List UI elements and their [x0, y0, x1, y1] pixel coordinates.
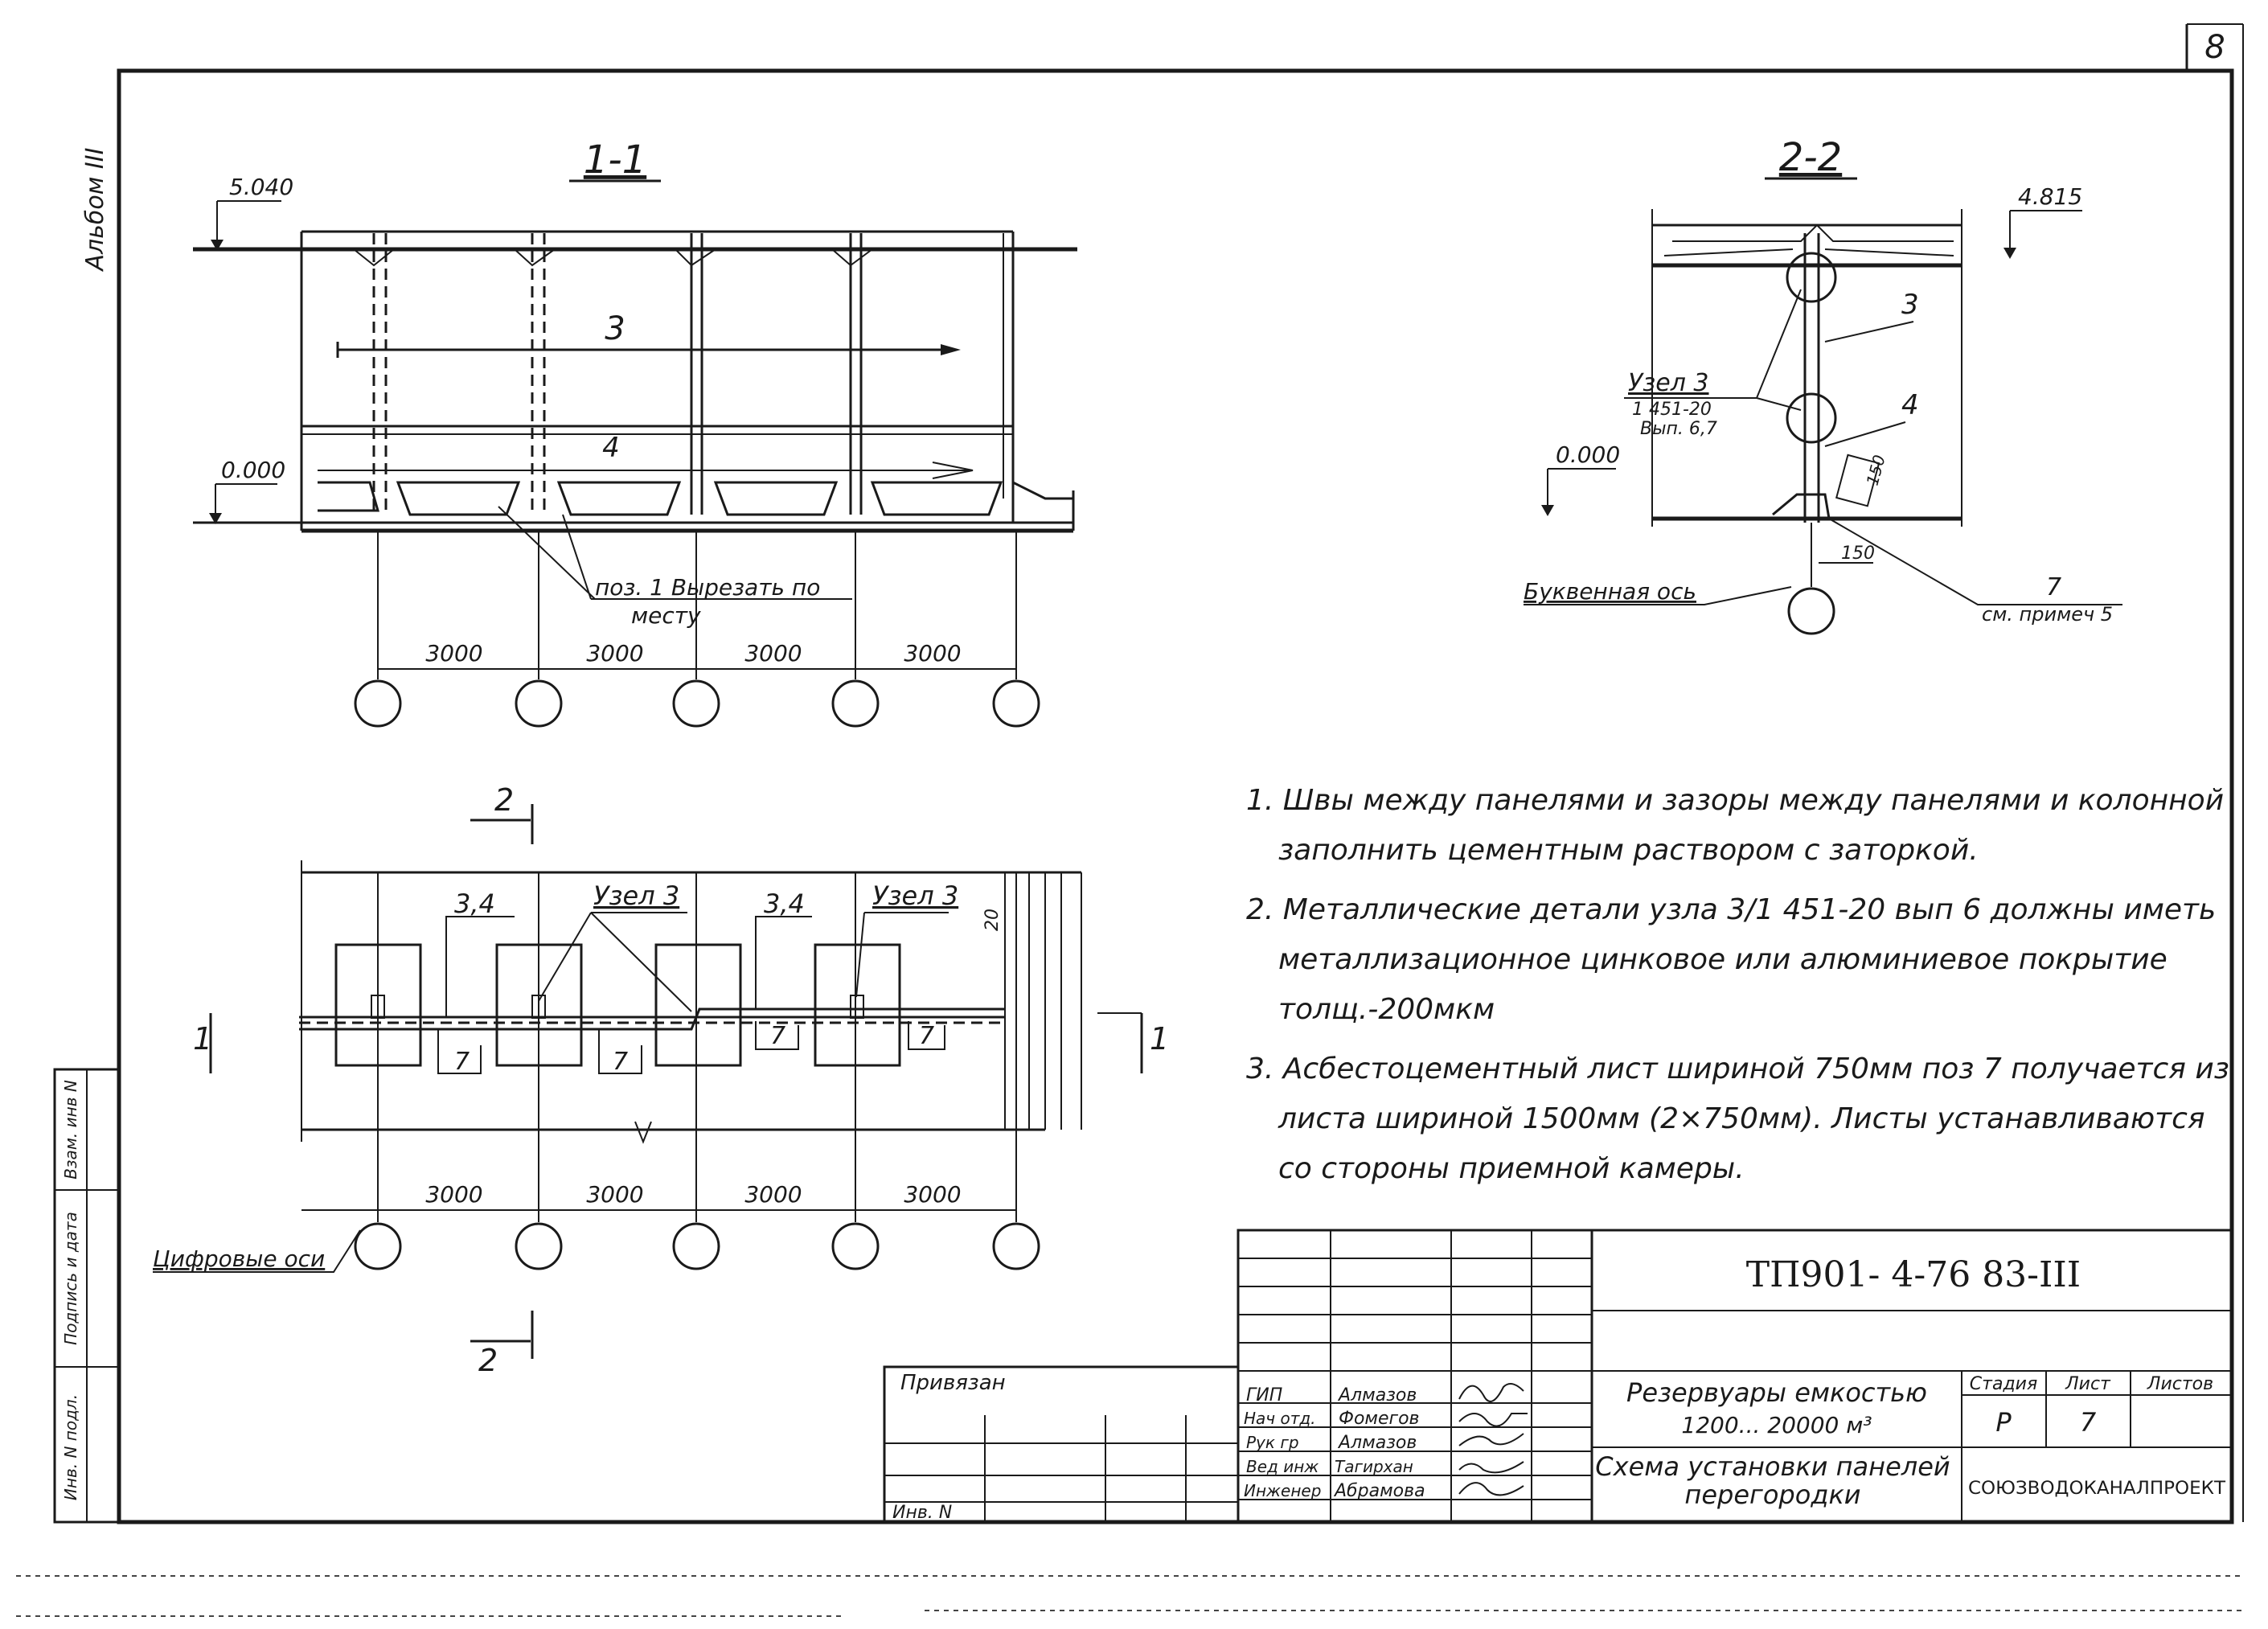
sheet-title-line2: перегородки [1684, 1479, 1860, 1510]
cut-2-top: 2 [494, 782, 514, 818]
object-line2: 1200... 20000 м³ [1681, 1412, 1872, 1438]
object-line1: Резервуары емкостью [1626, 1377, 1927, 1408]
stage-header: Стадия [1970, 1374, 2037, 1394]
span-1-1-b: 3000 [586, 640, 643, 667]
axes-plan [301, 872, 1040, 1270]
cut-2-bottom: 2 [478, 1343, 498, 1378]
name-2: Фомегов [1339, 1409, 1420, 1429]
pos-4-label-2-2: 4 [1901, 389, 1919, 421]
span-plan-b: 3000 [586, 1181, 643, 1208]
sheet-no-value: 7 [2080, 1407, 2097, 1438]
elev-0000-left: 0.000 [221, 457, 285, 483]
cut-1-right: 1 [1150, 1021, 1169, 1057]
note-2: 2. Металлические детали узла 3/1 451-20 … [1246, 893, 2217, 1026]
letter-axis-label: Буквенная ось [1524, 578, 1696, 605]
album-label: Альбом III [81, 147, 109, 272]
dim-150-side: 150 [1863, 453, 1889, 487]
pos-3-label-2-2: 3 [1901, 289, 1919, 321]
node-3-plan-b: Узел 3 [872, 880, 958, 911]
general-notes: 1. Швы между панелями и зазоры между пан… [1246, 776, 2235, 1204]
organization: СОЮЗВОДОКАНАЛПРОЕКТ [1968, 1479, 2226, 1499]
pos-4-label-1-1: 4 [602, 432, 620, 464]
page-number: 8 [2204, 29, 2225, 66]
node-3-title: Узел 3 [1628, 369, 1709, 397]
node-3-issue: Вып. 6,7 [1640, 419, 1717, 439]
columns-1-1 [372, 233, 1004, 515]
designation: ТП901- 4-76 83-III [1746, 1254, 2081, 1295]
role-lead-eng: Вед инж [1246, 1457, 1319, 1476]
pos-7-c: 7 [770, 1022, 785, 1050]
trays-1-1 [318, 462, 1073, 516]
stage-value: Р [1995, 1407, 2012, 1438]
signatures [1458, 1383, 1528, 1496]
see-note-5: см. примеч 5 [1982, 603, 2113, 626]
sheets-header: Листов [2147, 1374, 2213, 1394]
label-34-a: 3,4 [454, 888, 495, 919]
axes-1-1 [354, 531, 1040, 728]
name-3: Алмазов [1337, 1433, 1417, 1453]
name-1: Алмазов [1337, 1385, 1417, 1405]
plan-view: 2 2 1 1 3,4 3,4 [153, 782, 1169, 1378]
section-2-2: 2-2 4.815 0.000 150 Узел 3 1 451-20 1 45… [1524, 135, 2122, 635]
inv-no-label: Инв. N [892, 1503, 952, 1523]
span-plan-c: 3000 [744, 1181, 802, 1208]
note-3: 3. Асбестоцементный лист шириной 750мм п… [1246, 1052, 2229, 1185]
tied-label: Привязан [900, 1371, 1006, 1395]
name-4: Тагирхан [1335, 1457, 1413, 1476]
section-2-2-title: 2-2 [1779, 135, 1842, 180]
dim-150: 150 [1841, 544, 1875, 564]
span-plan-a: 3000 [425, 1181, 482, 1208]
span-1-1-d: 3000 [904, 640, 961, 667]
pos-7-d: 7 [919, 1022, 934, 1050]
pos-7-label-2-2: 7 [2046, 573, 2061, 601]
pos-7-b: 7 [613, 1048, 628, 1076]
title-block: Привязан Инв. N ГИП Нач отд. Рук гр Вед … [883, 1229, 2233, 1524]
pos-3-label-1-1: 3 [605, 310, 625, 347]
role-gip: ГИП [1246, 1385, 1282, 1405]
role-head-dept: Нач отд. [1244, 1409, 1316, 1428]
section-1-1: 1-1 5.040 0.000 [193, 137, 1077, 728]
role-group-lead: Рук гр [1246, 1433, 1299, 1452]
cut-1-left: 1 [193, 1021, 212, 1057]
node-3-plan-a: Узел 3 [593, 880, 679, 911]
node-3-doc: 1 451-20 [1632, 400, 1712, 420]
margin-stamp: Инв. N подл. Подпись и дата Взам. инв N [53, 1068, 121, 1524]
sheet-title-line1: Схема установки панелей [1595, 1451, 1950, 1482]
stamp-inv-orig: Инв. N подл. [61, 1394, 80, 1500]
elev-5040: 5.040 [229, 174, 293, 200]
cut-note-line2: месту [631, 602, 701, 629]
note-1: 1. Швы между панелями и зазоры между пан… [1246, 784, 2225, 867]
cut-note-line1: поз. 1 Вырезать по [595, 574, 820, 601]
name-5: Абрамова [1333, 1481, 1425, 1501]
span-plan-d: 3000 [904, 1181, 961, 1208]
dim-20: 20 [982, 909, 1003, 931]
stamp-signature-date: Подпись и дата [61, 1212, 80, 1345]
span-1-1-a: 3000 [425, 640, 482, 667]
stamp-replace-inv: Взам. инв N [61, 1080, 80, 1180]
sheet-header: Лист [2065, 1374, 2111, 1394]
section-1-1-title: 1-1 [584, 137, 646, 183]
role-engineer: Инженер [1244, 1481, 1321, 1500]
elev-0000-right: 0.000 [1556, 441, 1620, 468]
digit-axes-label: Цифровые оси [153, 1245, 325, 1272]
elev-4815: 4.815 [2018, 183, 2082, 210]
pos-7-a: 7 [454, 1048, 470, 1076]
span-1-1-c: 3000 [744, 640, 802, 667]
label-34-b: 3,4 [764, 888, 805, 919]
